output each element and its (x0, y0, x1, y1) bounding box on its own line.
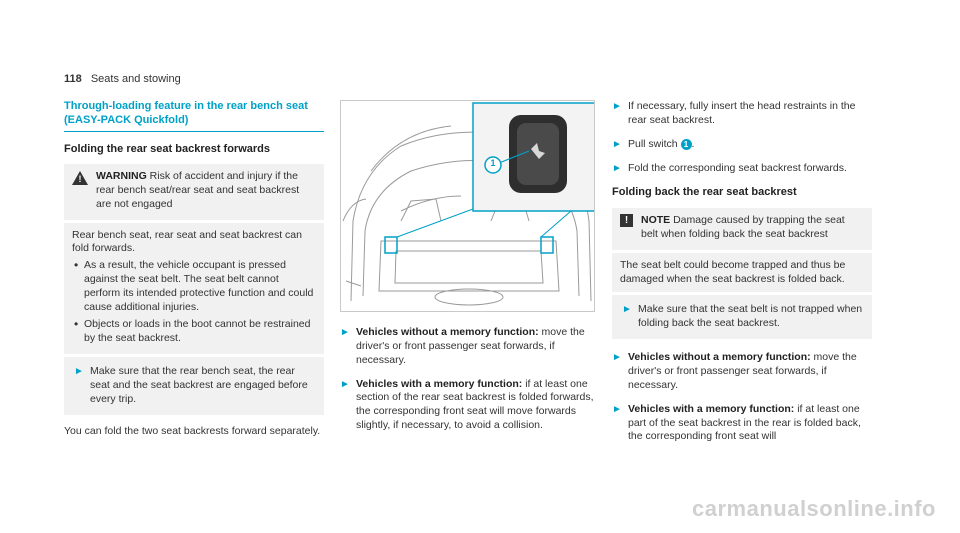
arrow-icon: ► (612, 162, 622, 174)
note-body: The seat belt could become trapped and t… (612, 252, 872, 293)
step: ► Pull switch 1. (612, 137, 695, 150)
subsection-title: Folding the rear seat backrest forwards (64, 142, 271, 155)
section-divider (64, 130, 324, 132)
callout-number: 1 (490, 158, 496, 168)
arrow-icon: ► (340, 327, 350, 338)
paragraph: You can fold the two seat backrests forw… (64, 425, 321, 438)
warning-box: ! WARNING Risk of accident and injury if… (64, 164, 324, 416)
section-name: Seats and stowing (90, 73, 181, 85)
note-box: ! NOTE Damage caused by trapping the sea… (612, 207, 872, 340)
warning-action: ► Make sure that the rear bench seat, th… (64, 357, 324, 416)
callout-badge: 1 (680, 138, 692, 150)
arrow-icon: ► (622, 304, 632, 316)
rear-seat-figure: 1 (340, 100, 595, 312)
step: ► Fold the corresponding seat backrest f… (612, 161, 847, 174)
step: ► Vehicles without a memory function: mo… (340, 326, 585, 366)
warning-body-text: Rear bench seat, rear seat and seat back… (72, 228, 302, 255)
steps-middle: ► Vehicles without a memory function: mo… (340, 326, 595, 433)
arrow-icon: ► (340, 378, 350, 390)
step: ► Vehicles with a memory function: if at… (612, 402, 861, 443)
step: ► If necessary, fully insert the head re… (612, 100, 856, 126)
watermark: carmanualsonline.info (692, 495, 936, 521)
car-rear-illustration (342, 102, 594, 306)
arrow-icon: ► (612, 101, 622, 112)
page-number: 118 (64, 73, 82, 85)
arrow-icon: ► (612, 403, 622, 415)
steps-right-2: ► Vehicles without a memory function: mo… (612, 351, 872, 444)
exclamation-icon: ! (620, 213, 633, 227)
list-item: As a result, the vehicle occupant is pre… (72, 259, 316, 314)
note-action-text: Make sure that the seat belt is not trap… (638, 303, 863, 330)
step: ► Vehicles with a memory function: if at… (340, 377, 594, 432)
note-header: ! NOTE Damage caused by trapping the sea… (612, 207, 872, 250)
column-right: ► If necessary, fully insert the head re… (612, 100, 872, 454)
warning-icon: ! (72, 171, 88, 186)
warning-body: Rear bench seat, rear seat and seat back… (64, 222, 324, 355)
note-label: NOTE (641, 213, 671, 226)
warning-action-text: Make sure that the rear bench seat, the … (90, 365, 308, 406)
column-left: Through-loading feature in the rear benc… (64, 100, 324, 439)
note-text: Damage caused by trapping the seat belt … (641, 213, 845, 240)
warning-bullets: As a result, the vehicle occupant is pre… (72, 259, 316, 345)
subsection-title: Folding back the rear seat backrest (612, 186, 797, 199)
arrow-icon: ► (612, 352, 622, 364)
column-middle: 1 ► Vehicles without a memory function: … (340, 100, 595, 443)
warning-header: ! WARNING Risk of accident and injury if… (64, 164, 324, 220)
note-body-text: The seat belt could become trapped and t… (620, 258, 846, 285)
warning-label: WARNING (96, 170, 147, 183)
arrow-icon: ► (74, 366, 84, 378)
step: ► Vehicles without a memory function: mo… (612, 351, 857, 391)
list-item: Objects or loads in the boot cannot be r… (72, 318, 316, 346)
arrow-icon: ► (612, 138, 622, 150)
warning-text: Risk of accident and injury if the rear … (96, 170, 300, 210)
note-action: ► Make sure that the seat belt is not tr… (612, 295, 872, 340)
section-title: Through-loading feature in the rear benc… (64, 100, 308, 126)
page-header: 118 Seats and stowing (64, 72, 181, 87)
